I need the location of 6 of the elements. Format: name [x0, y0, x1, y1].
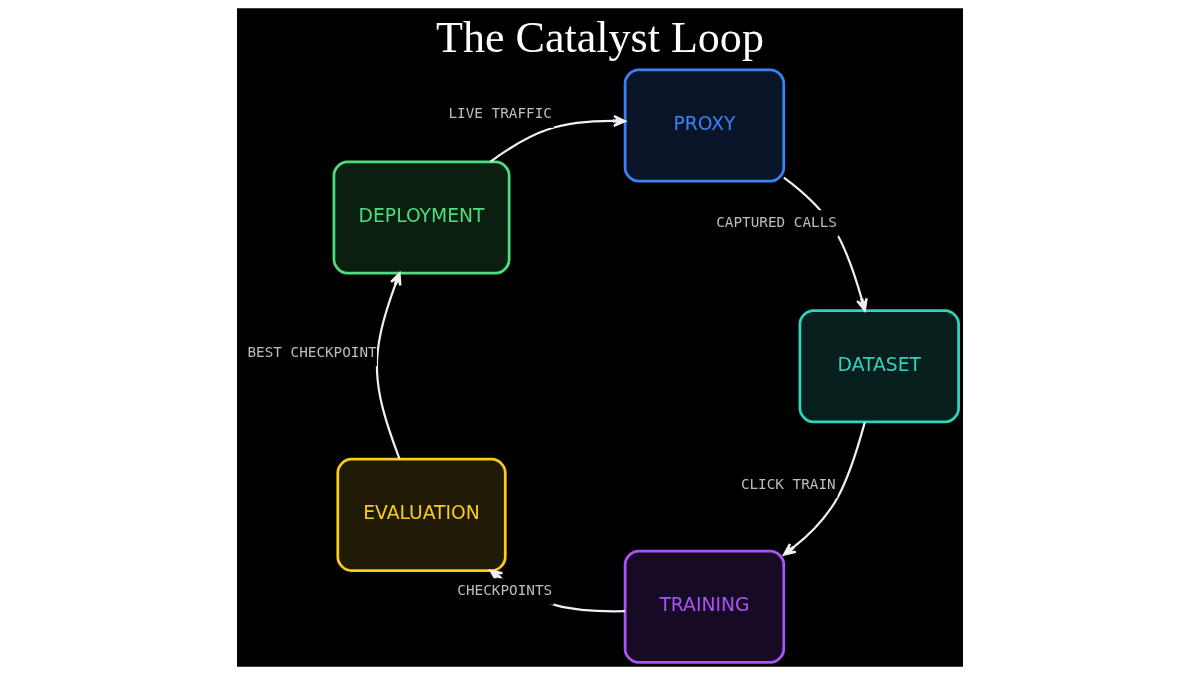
- edge-label: CAPTURED CALLS: [715, 214, 837, 231]
- edge-label: BEST CHECKPOINT: [246, 343, 377, 360]
- diagram-title: The Catalyst Loop: [435, 13, 764, 63]
- edge-label: CHECKPOINTS: [456, 582, 552, 599]
- edge-label: CLICK TRAIN: [740, 475, 836, 492]
- edge-label: LIVE TRAFFIC: [447, 105, 552, 122]
